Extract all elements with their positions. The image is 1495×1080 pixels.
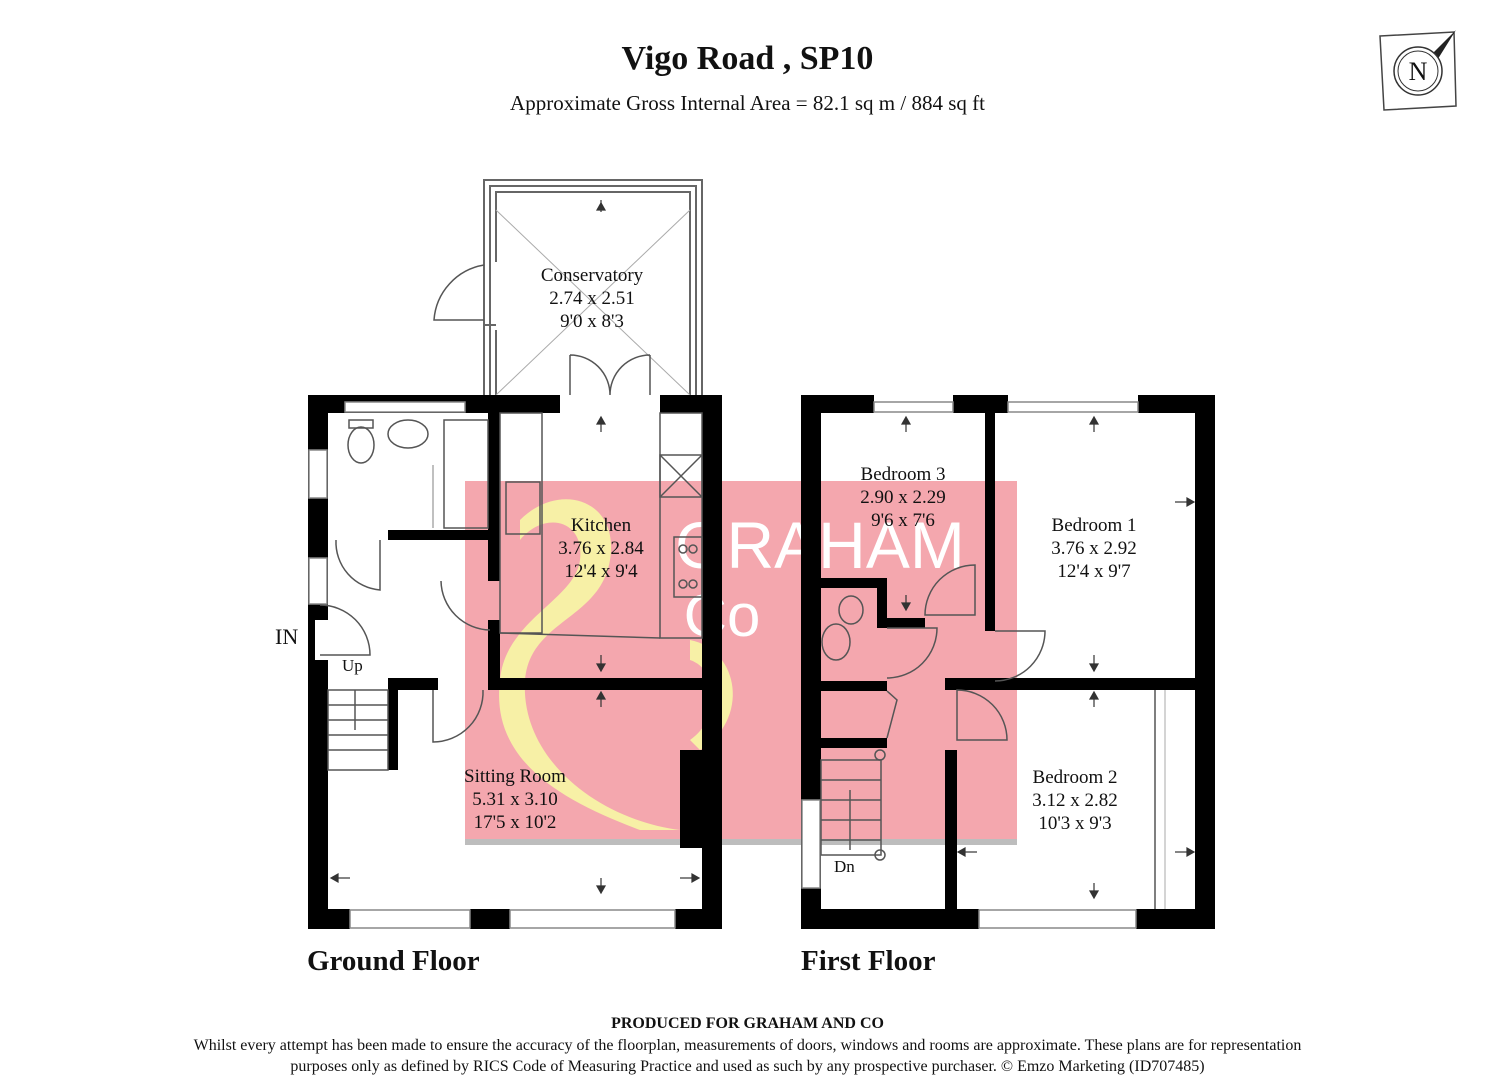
svg-text:2.90 x 2.29: 2.90 x 2.29 bbox=[860, 487, 946, 508]
svg-text:10'3 x 9'3: 10'3 x 9'3 bbox=[1038, 813, 1111, 834]
svg-text:Bedroom 2: Bedroom 2 bbox=[1033, 767, 1118, 788]
svg-text:3.12 x 2.82: 3.12 x 2.82 bbox=[1032, 790, 1118, 811]
compass-icon: N bbox=[1379, 30, 1457, 111]
svg-text:5.31 x 3.10: 5.31 x 3.10 bbox=[472, 789, 558, 810]
produced-for: PRODUCED FOR GRAHAM AND CO bbox=[611, 1015, 884, 1032]
entrance-label: IN bbox=[275, 624, 299, 649]
svg-text:Sitting Room: Sitting Room bbox=[464, 766, 566, 787]
disclaimer-line-2: purposes only as defined by RICS Code of… bbox=[290, 1058, 1205, 1075]
svg-text:3.76 x 2.84: 3.76 x 2.84 bbox=[558, 538, 644, 559]
svg-text:9'0 x 8'3: 9'0 x 8'3 bbox=[560, 311, 624, 332]
svg-text:9'6 x 7'6: 9'6 x 7'6 bbox=[871, 510, 935, 531]
gross-area: Approximate Gross Internal Area = 82.1 s… bbox=[510, 91, 985, 115]
svg-text:Conservatory: Conservatory bbox=[541, 265, 644, 286]
stairs-first bbox=[820, 749, 886, 861]
disclaimer: Whilst every attempt has been made to en… bbox=[110, 1035, 1385, 1077]
compass-north-letter: N bbox=[1409, 57, 1428, 86]
svg-text:3.76 x 2.92: 3.76 x 2.92 bbox=[1051, 538, 1137, 559]
svg-text:12'4 x 9'4: 12'4 x 9'4 bbox=[564, 561, 638, 582]
svg-text:12'4 x 9'7: 12'4 x 9'7 bbox=[1057, 561, 1130, 582]
stairs-ground bbox=[327, 689, 389, 771]
svg-text:Bedroom 1: Bedroom 1 bbox=[1052, 515, 1137, 536]
kitchen-fixtures bbox=[499, 412, 703, 639]
first-floor-rooms: Bedroom 3 2.90 x 2.29 9'6 x 7'6 Bedroom … bbox=[860, 464, 1137, 834]
svg-text:Kitchen: Kitchen bbox=[571, 515, 632, 536]
shower-room-fixtures bbox=[821, 595, 864, 661]
svg-text:Bedroom 3: Bedroom 3 bbox=[861, 464, 946, 485]
disclaimer-line-1: Whilst every attempt has been made to en… bbox=[193, 1037, 1302, 1054]
bathroom-fixtures bbox=[347, 419, 489, 529]
plan-title: Vigo Road , SP10 bbox=[621, 40, 874, 77]
ground-floor-rooms: Conservatory 2.74 x 2.51 9'0 x 8'3 Kitch… bbox=[464, 265, 644, 833]
ground-floor-walls bbox=[308, 395, 722, 929]
stairs-down-label: Dn bbox=[834, 857, 855, 876]
first-floor-walls bbox=[801, 395, 1215, 929]
svg-text:17'5 x 10'2: 17'5 x 10'2 bbox=[474, 812, 557, 833]
dimension-arrows bbox=[329, 200, 1196, 900]
stairs-up-label: Up bbox=[342, 656, 363, 675]
svg-text:2.74 x 2.51: 2.74 x 2.51 bbox=[549, 288, 635, 309]
ground-floor-label: Ground Floor bbox=[307, 945, 480, 977]
conservatory bbox=[433, 179, 703, 396]
first-floor-label: First Floor bbox=[801, 945, 936, 977]
